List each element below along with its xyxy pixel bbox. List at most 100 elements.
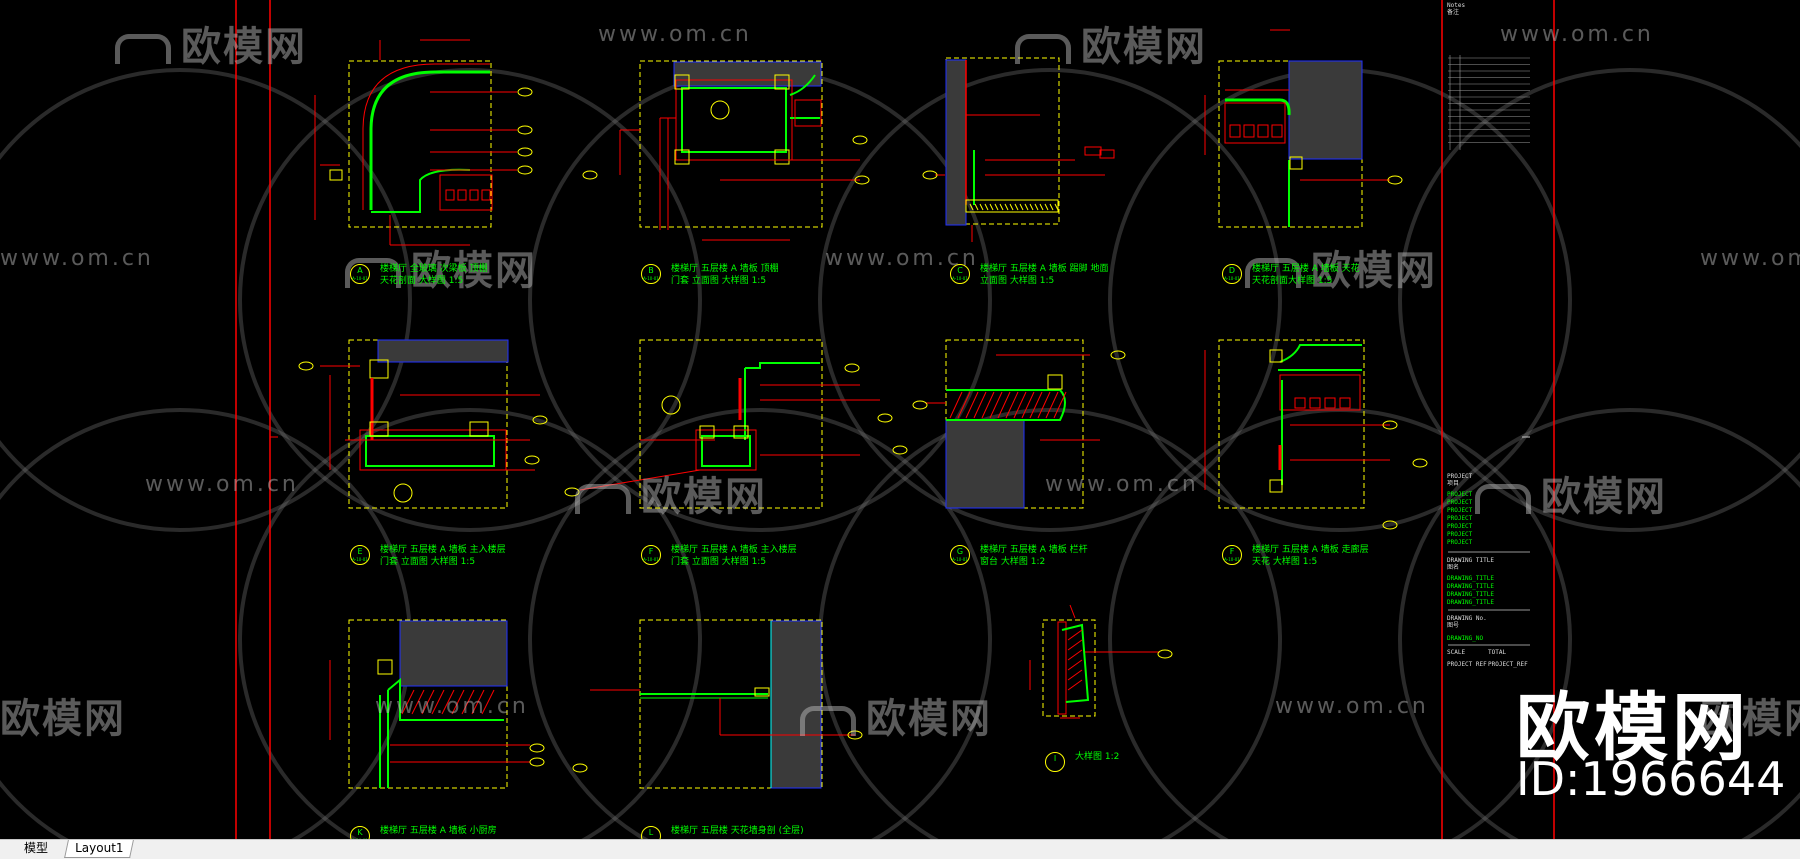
detail-caption: 大样图 1:2 (1075, 751, 1119, 763)
tab-layout1[interactable]: Layout1 (64, 840, 135, 858)
cad-model-space[interactable]: 欧模网 www.om.cn 欧模网 www.om.cn www.om.cn 欧模… (0, 0, 1800, 839)
sill-hatch (949, 391, 963, 419)
leader-tag (517, 165, 533, 175)
panel-hatch (431, 689, 445, 715)
detail-caption-line2: 窗台 大样图 1:2 (980, 557, 1046, 567)
leader-tag (1110, 350, 1126, 360)
joist (1257, 124, 1269, 138)
scale-value: TOTAL (1488, 649, 1507, 656)
trim-hatch (1067, 659, 1083, 671)
detail-frame (639, 619, 823, 789)
panel-hatch (471, 689, 485, 715)
drawing-no-value: DRAWING_NO (1447, 635, 1484, 642)
bracket (1289, 156, 1303, 170)
sill-hatch (981, 391, 995, 419)
floor-hatch (974, 203, 979, 211)
sill-profile (946, 389, 1066, 421)
panel-hatch (441, 689, 455, 715)
detail-caption-line1: 楼梯厅 五层楼 A 墙板 栏杆 (980, 545, 1088, 555)
sill-hatch (1045, 391, 1059, 419)
door-head (359, 429, 507, 471)
material-block (399, 620, 508, 687)
detail-ref: A-10-01 (1224, 557, 1240, 562)
detail-caption-line2: 天花剖面大样图 1:5 (1252, 276, 1333, 286)
bracket (674, 149, 690, 165)
trim-profile (744, 362, 820, 440)
watermark-arc (1398, 408, 1800, 839)
leader-tag (564, 487, 580, 497)
detail-caption-line2: 天花 大样图 1:5 (1252, 557, 1318, 567)
leader-tag (517, 87, 533, 97)
detail-ref: A-10-01 (952, 557, 968, 562)
detail-caption-line1: 楼梯厅 五层楼 A 墙板 小厨房 (380, 826, 497, 836)
floor-hatch (979, 203, 984, 211)
detail-frame (639, 339, 823, 509)
panel-hatch (411, 689, 425, 715)
detail-frame (1042, 619, 1096, 717)
sill-hatch (1021, 391, 1035, 419)
bracket (369, 359, 389, 379)
sill-hatch (1013, 391, 1027, 419)
trim-section (1057, 621, 1067, 715)
detail-caption: 楼梯厅 五层楼 A 墙板 主入楼层门套 立面图 大样图 1:5 (380, 544, 506, 568)
watermark-arc (818, 408, 1282, 839)
scale-label: SCALE (1447, 649, 1466, 656)
leader-tag (517, 147, 533, 157)
detail-caption-line1: 楼梯厅 五层楼 A 墙板 顶棚 (671, 264, 779, 274)
sill-hatch (957, 391, 971, 419)
floor-hatch (984, 203, 989, 211)
detail-frame (348, 60, 492, 228)
sill-hatch (965, 391, 979, 419)
panel-hatch (451, 689, 465, 715)
joist (445, 189, 455, 201)
detail-caption-line1: 楼梯厅 五层楼 A 墙板 走廊层 (1252, 545, 1369, 555)
project-line: PROJECT (1447, 499, 1473, 506)
leader-tag (529, 757, 545, 767)
leader-tag (844, 363, 860, 373)
door-frame (675, 79, 793, 161)
bracket (754, 687, 770, 697)
panel-hatch (421, 689, 435, 715)
door-head (701, 435, 751, 467)
drawing-no-cn: 图号 (1447, 622, 1460, 629)
drawing-title-line: DRAWING_TITLE (1447, 575, 1494, 582)
detail-ref: A-10-01 (643, 276, 659, 281)
detail-caption: 楼梯厅 五层楼 A 墙板 踢脚 地面立面图 大样图 1:5 (980, 263, 1108, 287)
sill-hatch (973, 391, 987, 419)
detail-caption-line1: 楼梯厅 全玻璃 次梁板 顶棚 (380, 264, 488, 274)
detail-caption-line1: 楼梯厅 五层楼 天花墙身剖 (全层) (671, 826, 804, 836)
bracket (1269, 349, 1283, 363)
bracket (377, 659, 393, 675)
bracket (774, 149, 790, 165)
leader-tag (582, 170, 598, 180)
project-ref-label: PROJECT REF (1447, 661, 1487, 668)
detail-letter: B (648, 266, 654, 275)
leader-tag (877, 413, 893, 423)
detail-frame (945, 339, 1084, 509)
leader-tag (524, 455, 540, 465)
detail-ref: A-10-01 (352, 276, 368, 281)
project-ref-value: PROJECT_REF (1488, 661, 1528, 668)
detail-letter: C (957, 266, 963, 275)
detail-caption-line1: 楼梯厅 五层楼 A 墙板 天花 (1252, 264, 1360, 274)
bracket (1269, 479, 1283, 493)
joist (481, 189, 491, 201)
detail-caption-line2: 天花剖面 大样图 1:5 (380, 276, 464, 286)
joist (1309, 397, 1321, 409)
panel-hatch (461, 689, 475, 715)
joist (1324, 397, 1336, 409)
bracket (774, 74, 790, 90)
floor-hatch (1004, 203, 1009, 211)
ceiling-box (439, 174, 493, 211)
leader-tag (922, 170, 938, 180)
detail-caption: 楼梯厅 全玻璃 次梁板 顶棚天花剖面 大样图 1:5 (380, 263, 488, 287)
leader-tag (1382, 520, 1398, 530)
wall-line (379, 690, 389, 788)
material-block (673, 61, 822, 87)
project-line: PROJECT (1447, 531, 1473, 538)
detail-ref: A-10-01 (643, 557, 659, 562)
trim-hatch (1067, 669, 1083, 681)
tab-model[interactable]: 模型 (24, 841, 49, 855)
